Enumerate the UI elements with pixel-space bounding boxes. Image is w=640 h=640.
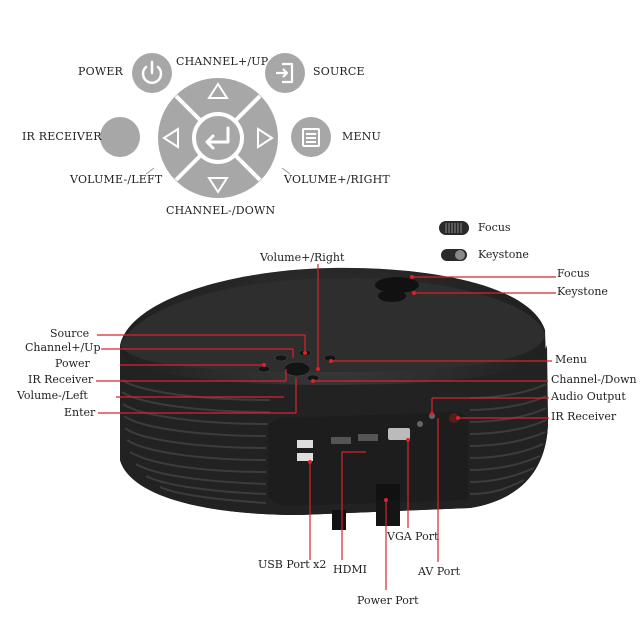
label-vga-port: VGA Port: [387, 530, 439, 543]
left-arrow-icon: [162, 127, 179, 149]
label-audio-output: Audio Output: [551, 390, 626, 403]
label-source: SOURCE: [313, 65, 365, 78]
label-ir-receiver-side: IR Receiver: [28, 373, 94, 386]
label-keystone: Keystone: [557, 285, 608, 298]
enter-button: [192, 112, 244, 164]
label-power-side: Power: [55, 357, 90, 370]
label-volume-right: VOLUME+/RIGHT: [284, 173, 390, 186]
power-icon: [141, 60, 163, 84]
label-channel-down: CHANNEL-/DOWN: [166, 204, 276, 217]
legend: [439, 221, 469, 261]
label-power: POWER: [78, 65, 124, 78]
legend-keystone: Keystone: [478, 248, 529, 261]
label-ir-receiver: IR RECEIVER: [22, 130, 102, 143]
leader-dots: [262, 275, 460, 502]
down-arrow-icon: [207, 177, 229, 194]
source-icon: [276, 62, 294, 84]
label-volume-left: VOLUME-/LEFT: [70, 173, 163, 186]
label-power-port: Power Port: [357, 594, 419, 607]
label-menu-side: Menu: [555, 353, 587, 366]
label-channel-up: CHANNEL+/UP: [176, 55, 269, 68]
label-channel-down-side: Channel-/Down: [551, 373, 637, 386]
label-ir-receiver-right: IR Receiver: [551, 410, 617, 423]
control-pad: [100, 53, 331, 198]
label-enter: Enter: [64, 406, 96, 419]
label-source-side: Source: [50, 327, 90, 340]
leader-lines: [96, 264, 556, 590]
label-focus: Focus: [557, 267, 590, 280]
projector-body: [120, 267, 548, 530]
label-hdmi: HDMI: [333, 563, 368, 576]
label-av-port: AV Port: [418, 565, 461, 578]
ir-receiver-dot: [100, 117, 140, 157]
label-menu: MENU: [342, 130, 381, 143]
right-arrow-icon: [257, 127, 274, 149]
label-volume-left-side: Volume-/Left: [17, 389, 88, 402]
up-arrow-icon: [207, 82, 229, 99]
label-volume-right-top: Volume+/Right: [260, 251, 345, 264]
legend-focus: Focus: [478, 221, 511, 234]
enter-icon: [205, 126, 230, 150]
focus-wheel-icon: [439, 221, 469, 235]
menu-icon: [302, 128, 320, 147]
label-channel-up-side: Channel+/Up: [25, 341, 101, 354]
label-usb-port: USB Port x2: [258, 558, 327, 571]
